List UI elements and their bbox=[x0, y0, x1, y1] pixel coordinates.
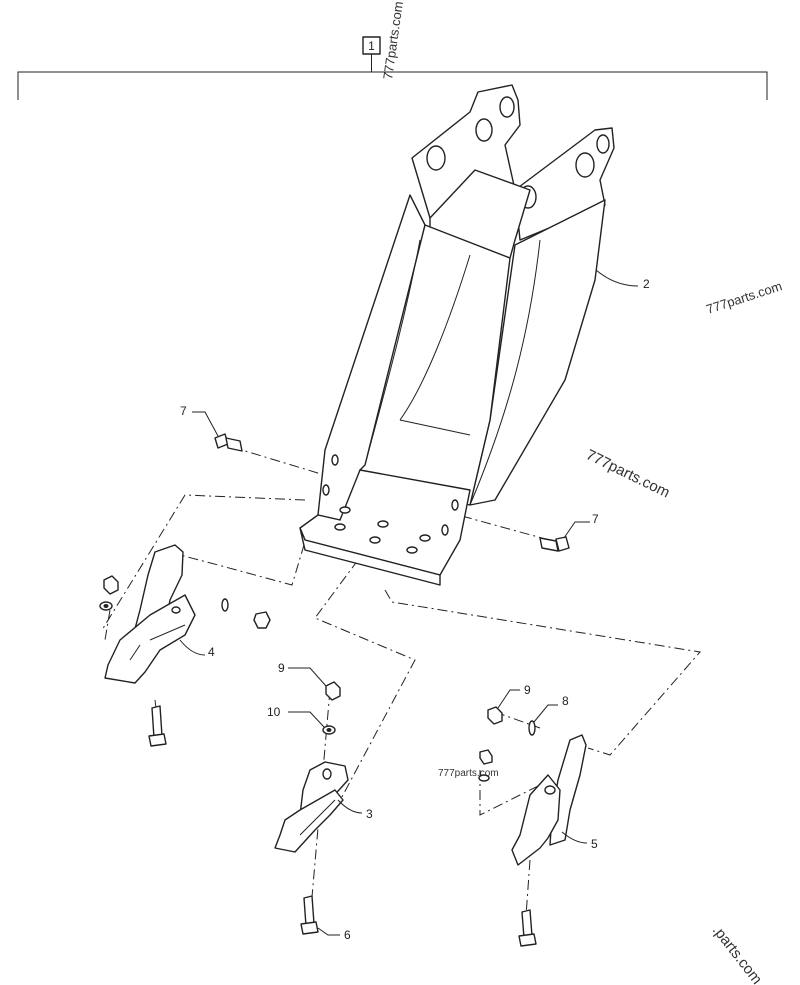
index-box-label: 1 bbox=[368, 39, 375, 53]
pin-hole-4 bbox=[575, 152, 595, 178]
pin-hole-3 bbox=[499, 96, 515, 118]
pin-hole-6 bbox=[596, 134, 610, 154]
bolt-right: 7 bbox=[539, 512, 599, 552]
callout-nut-center: 9 bbox=[278, 661, 285, 675]
tooth-center: 3 9 10 6 bbox=[267, 661, 373, 942]
callout-washer-right: 8 bbox=[562, 694, 569, 708]
callout-tooth-left: 4 bbox=[208, 645, 215, 659]
callout-bolt-left: 7 bbox=[180, 404, 187, 418]
callout-nut-right: 9 bbox=[524, 683, 531, 697]
callout-bolt-right: 7 bbox=[592, 512, 599, 526]
callout-bolt-tooth: 6 bbox=[344, 928, 351, 942]
assembly-bracket bbox=[17, 71, 768, 100]
pin-hole-1 bbox=[426, 145, 446, 171]
tooth-left-point bbox=[104, 594, 196, 684]
bucket: 2 bbox=[299, 84, 650, 586]
tooth-center-point bbox=[274, 789, 344, 853]
callout-washer-center: 10 bbox=[267, 705, 281, 719]
watermark-center: 777parts.com bbox=[438, 768, 499, 779]
watermark-top: 777parts.com bbox=[380, 0, 406, 80]
bolt-left: 7 bbox=[180, 404, 243, 452]
pin-hole-2 bbox=[475, 118, 493, 142]
callout-tooth-right: 5 bbox=[591, 837, 598, 851]
tooth-left: 4 bbox=[99, 544, 271, 747]
watermark-right-upper: 777parts.com bbox=[704, 278, 784, 317]
callout-tooth-center: 3 bbox=[366, 807, 373, 821]
tooth-right-point bbox=[511, 774, 561, 866]
bucket-cutting-edge bbox=[299, 527, 441, 586]
watermark-middle: 777parts.com bbox=[583, 446, 672, 501]
watermark-bottom: .parts.com bbox=[709, 922, 766, 985]
index-bracket: 1 bbox=[17, 36, 768, 100]
tooth-right: 5 9 8 bbox=[478, 683, 598, 947]
callout-bucket: 2 bbox=[643, 277, 650, 291]
